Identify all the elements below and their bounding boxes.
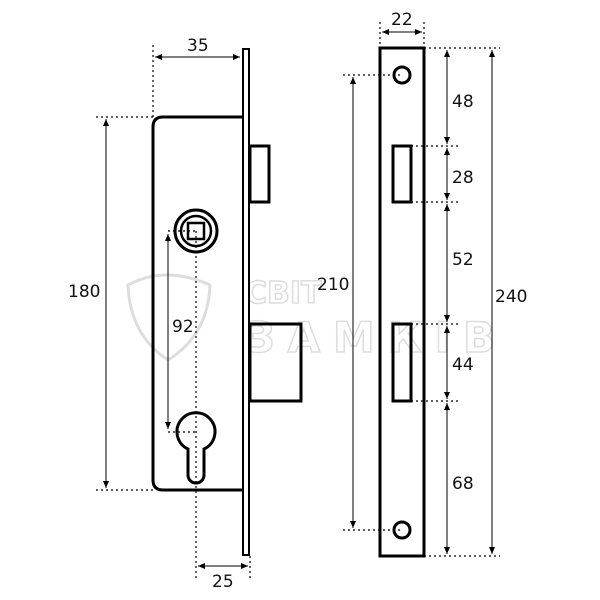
latch-opening [391,144,413,204]
dim-body-height: 180 [68,282,100,302]
bolt-opening [391,322,413,403]
dim-seg-middle: 52 [452,250,474,270]
shield-logo [126,273,212,362]
dim-seg-bolt: 44 [452,355,474,375]
faceplate-front-view: 22 210 240 48 28 52 44 68 [317,10,527,558]
deadbolt [248,322,303,403]
lock-body [151,115,242,492]
dim-faceplate-width: 22 [391,10,413,30]
dim-centers: 92 [172,317,194,337]
screw-hole-bottom [392,520,412,540]
lock-side-view: 92 35 25 180 [68,36,303,592]
dim-seg-bottom: 68 [452,474,474,494]
dim-screw-distance: 210 [317,275,349,295]
dim-axis-faceplate: 25 [212,572,234,592]
watermark-line1: СВІТ [245,276,322,311]
dim-backset: 35 [187,36,209,56]
screw-hole-top [392,65,412,85]
dim-seg-top: 48 [452,92,474,112]
dim-faceplate-length: 240 [495,287,527,307]
latch [248,144,271,204]
faceplate [378,46,426,558]
dim-seg-latch: 28 [452,168,474,188]
